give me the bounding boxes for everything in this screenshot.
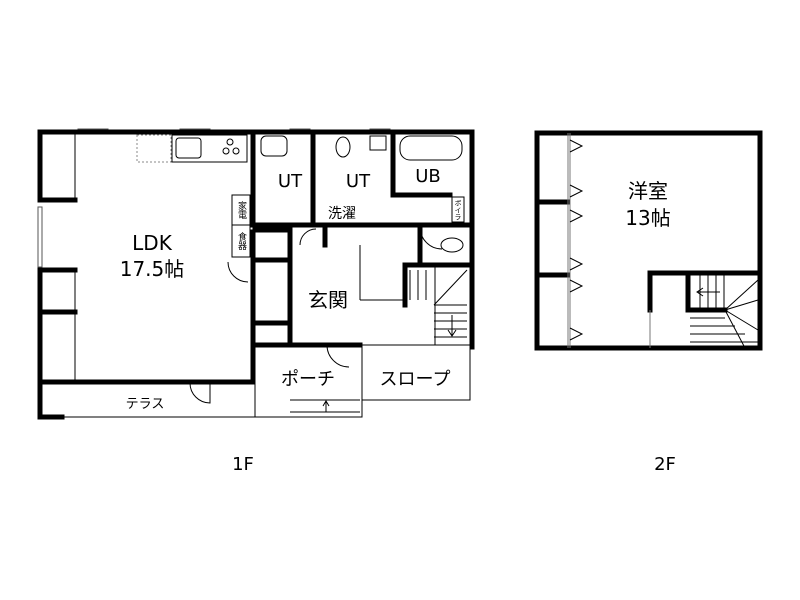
sink-icon bbox=[175, 137, 202, 159]
staircase bbox=[690, 275, 759, 349]
toilet-icon bbox=[440, 237, 464, 253]
room-label-laundry: 洗濯 bbox=[328, 206, 356, 222]
floor-2-plan: 洋室 13帖 2F bbox=[534, 130, 763, 475]
label-boiler: ボイラ bbox=[454, 200, 462, 221]
bathtub-icon bbox=[399, 135, 463, 161]
entry-arrow-icon bbox=[322, 400, 330, 412]
door-swing bbox=[189, 226, 443, 404]
floor-label-2f: 2F bbox=[654, 454, 676, 475]
dish-shelf bbox=[231, 224, 251, 258]
label-dishes: 食器 bbox=[236, 231, 247, 250]
room-label-ldk: LDK bbox=[132, 231, 173, 255]
toilet-icon bbox=[335, 136, 351, 158]
room-label-ub: UB bbox=[415, 166, 441, 187]
thin-line bbox=[62, 132, 471, 418]
stair-arrow-icon bbox=[696, 287, 720, 297]
room-label-western: 洋室 bbox=[628, 179, 668, 203]
room-label-ut2: UT bbox=[346, 171, 371, 192]
label-appliances: 家電 bbox=[236, 200, 247, 219]
room-label-terrace: テラス bbox=[126, 397, 165, 412]
room-size-ldk: 17.5帖 bbox=[120, 257, 185, 281]
washbasin-icon bbox=[369, 135, 387, 151]
wall bbox=[534, 130, 763, 351]
room-label-ut1: UT bbox=[278, 171, 303, 192]
window bbox=[37, 206, 43, 268]
outer-wall bbox=[37, 129, 475, 420]
room-label-entrance: 玄関 bbox=[308, 288, 348, 312]
boiler bbox=[451, 196, 465, 223]
staircase bbox=[409, 269, 468, 338]
floor-label-1f: 1F bbox=[232, 454, 254, 475]
room-label-slope: スロープ bbox=[380, 369, 451, 390]
interior-wall bbox=[250, 129, 475, 348]
stove-icon bbox=[226, 138, 234, 146]
kitchen-counter bbox=[171, 134, 248, 163]
closet-line bbox=[567, 133, 651, 348]
interior-wall bbox=[250, 227, 473, 326]
washbasin-icon bbox=[260, 135, 288, 157]
room-size-western: 13帖 bbox=[625, 206, 670, 230]
room-label-porch: ポーチ bbox=[281, 369, 335, 390]
closet-door bbox=[569, 139, 584, 341]
floor-1-plan: LDK 17.5帖 UT UT UB 洗濯 家電 食器 ボイラ 玄関 ポーチ ス… bbox=[37, 128, 475, 475]
